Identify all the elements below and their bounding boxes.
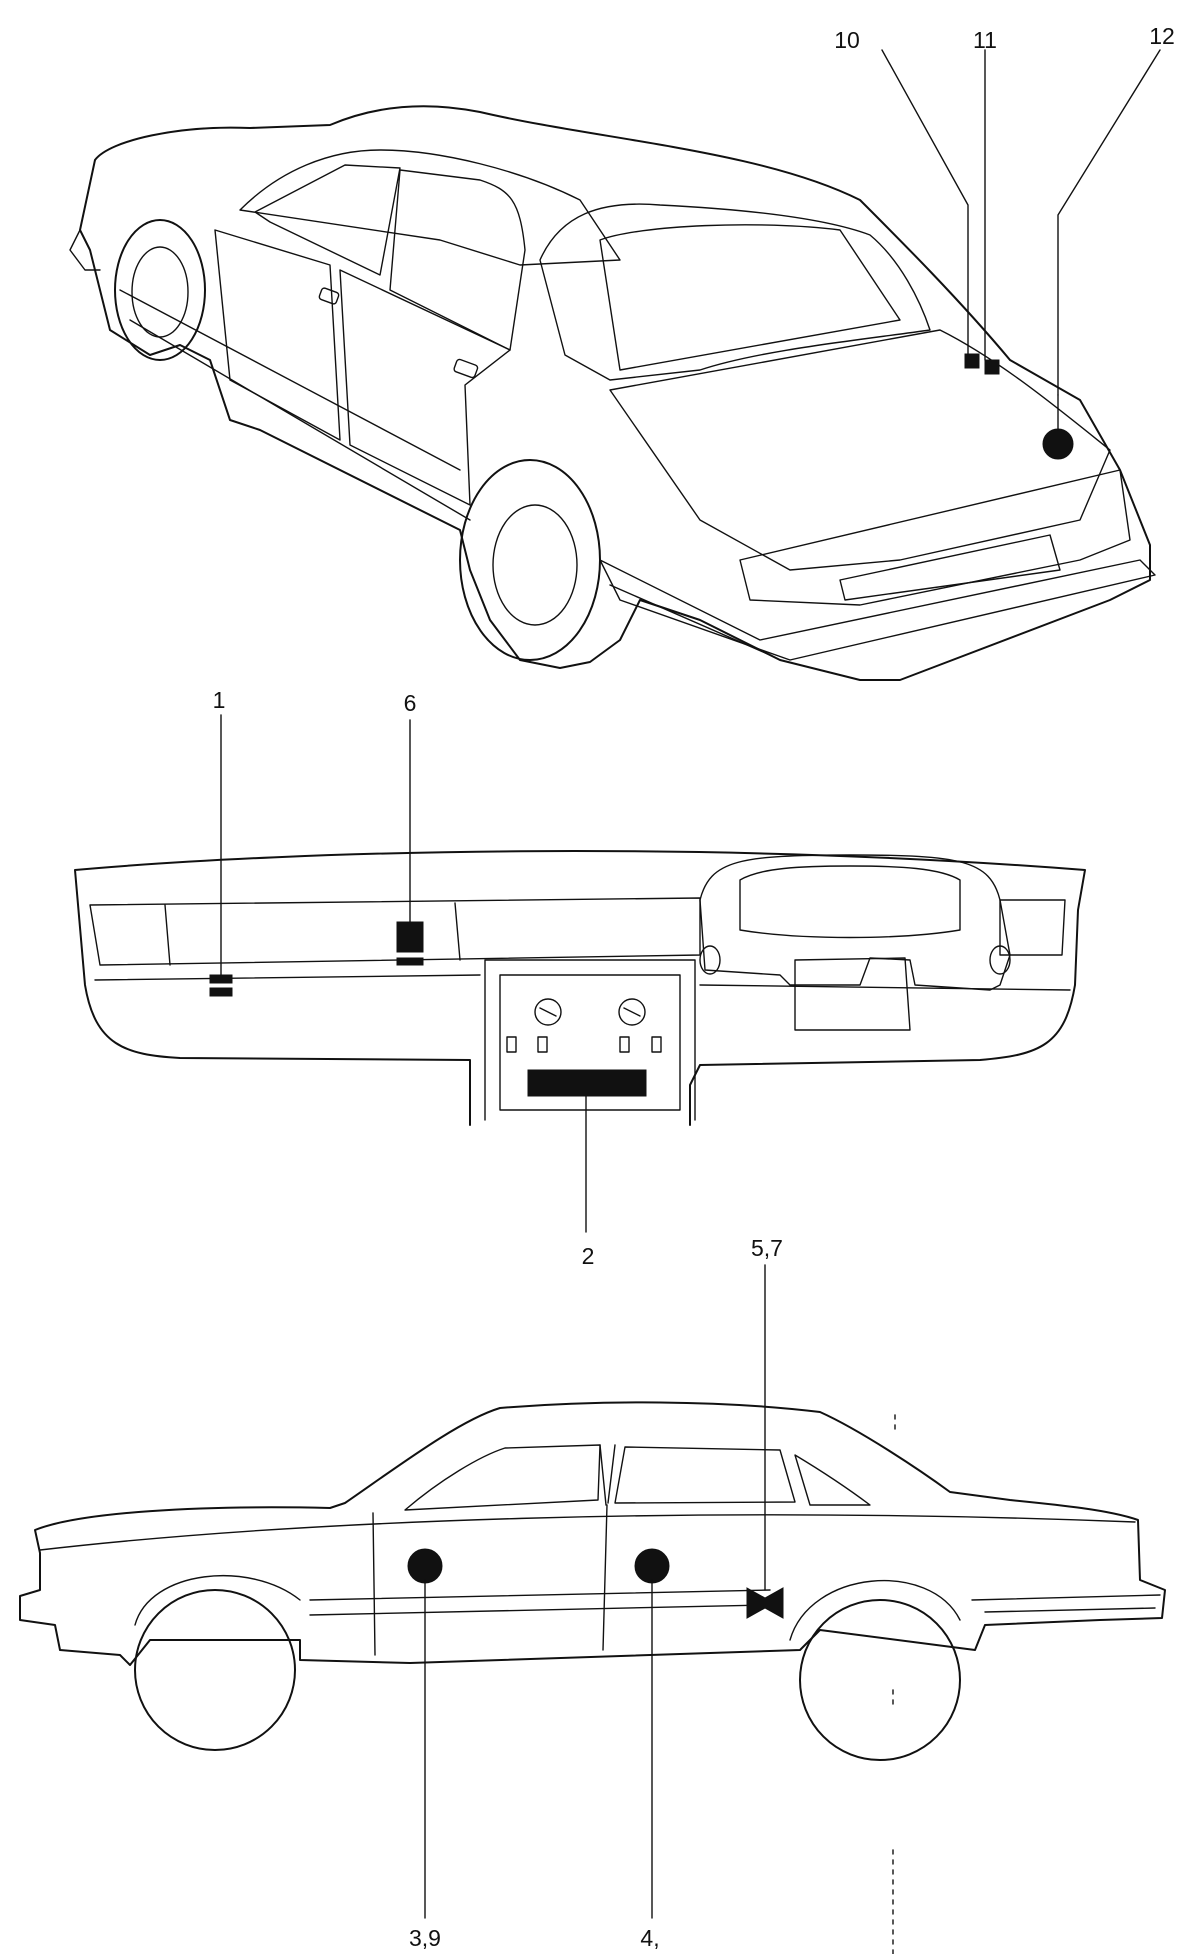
callout-3-9: 3,9: [409, 1925, 441, 1951]
callout-2: 2: [582, 1243, 595, 1269]
label-11-marker: [984, 359, 1000, 375]
label-1-marker-b: [209, 987, 233, 997]
side-view: [19, 1264, 1166, 1954]
label-1-marker: [209, 974, 233, 984]
dashboard-view: [74, 714, 1086, 1233]
label-4-marker: [634, 1548, 670, 1584]
label-2-marker: [527, 1069, 647, 1097]
callout-10: 10: [834, 27, 860, 53]
label-12-marker: [1042, 428, 1074, 460]
callout-12: 12: [1149, 23, 1175, 49]
label-5-7-marker: [746, 1587, 784, 1619]
callout-1: 1: [213, 687, 226, 713]
rear-three-quarter-view: [69, 49, 1161, 681]
callout-4: 4,: [640, 1925, 659, 1951]
callout-6: 6: [404, 690, 417, 716]
callout-5-7: 5,7: [751, 1235, 783, 1261]
label-6-marker-b: [396, 957, 424, 966]
callout-11: 11: [973, 27, 997, 53]
label-10-marker: [964, 353, 980, 369]
label-6-marker: [396, 921, 424, 953]
label-3-9-marker: [407, 1548, 443, 1584]
